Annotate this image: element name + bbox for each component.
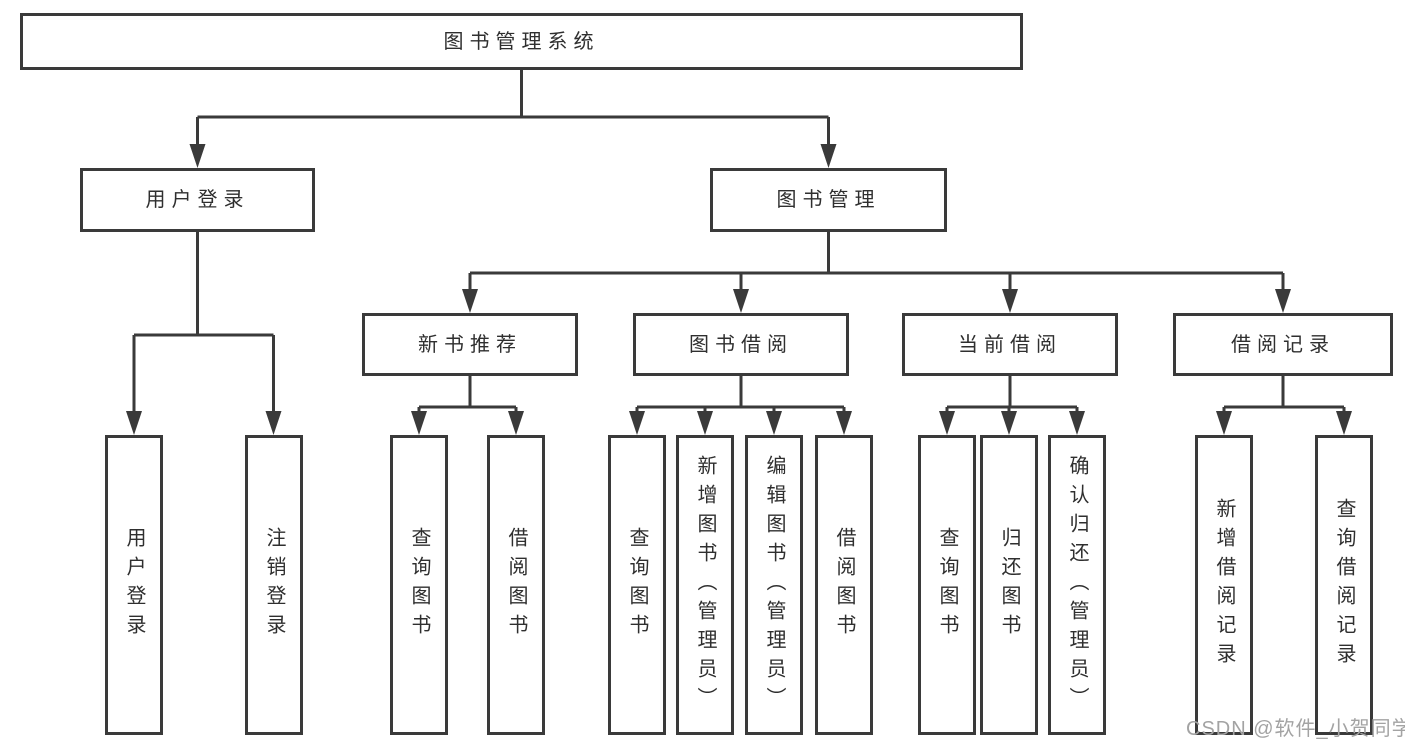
node-user-login: 用户登录 [80,168,315,232]
node-current-borrow: 当前借阅 [902,313,1118,376]
leaf-query-books-recommend-label: 查询图书 [408,527,430,643]
leaf-query-borrow-record: 查询借阅记录 [1315,435,1373,735]
node-current-borrow-label: 当前借阅 [958,333,1062,356]
csdn-watermark: CSDN @软件_小贺同学 [1186,718,1405,740]
leaf-query-books-borrow: 查询图书 [608,435,666,735]
leaf-query-borrow-record-label: 查询借阅记录 [1333,498,1355,672]
node-book-borrow: 图书借阅 [633,313,849,376]
leaf-borrow-books-recommend-label: 借阅图书 [505,527,527,643]
leaf-query-books-recommend: 查询图书 [390,435,448,735]
leaf-return-book: 归还图书 [980,435,1038,735]
node-borrow-records: 借阅记录 [1173,313,1393,376]
node-library-system: 图书管理系统 [20,13,1023,70]
leaf-confirm-return-admin-label: 确认归还（管理员） [1066,454,1088,716]
leaf-user-login: 用户登录 [105,435,163,735]
node-book-management: 图书管理 [710,168,947,232]
node-new-book-recommend-label: 新书推荐 [418,333,522,356]
leaf-query-books-current-label: 查询图书 [936,527,958,643]
leaf-user-login-label: 用户登录 [123,527,145,643]
node-book-borrow-label: 图书借阅 [689,333,793,356]
node-user-login-label: 用户登录 [145,189,250,211]
leaf-query-books-current: 查询图书 [918,435,976,735]
leaf-logout-label: 注销登录 [263,527,285,643]
leaf-confirm-return-admin: 确认归还（管理员） [1048,435,1106,735]
node-borrow-records-label: 借阅记录 [1231,333,1335,356]
leaf-edit-book-admin: 编辑图书（管理员） [745,435,803,735]
node-library-system-label: 图书管理系统 [443,30,600,53]
leaf-logout: 注销登录 [245,435,303,735]
leaf-return-book-label: 归还图书 [998,527,1020,643]
leaf-borrow-books-label: 借阅图书 [833,527,855,643]
leaf-add-borrow-record: 新增借阅记录 [1195,435,1253,735]
leaf-add-book-admin-label: 新增图书（管理员） [694,454,716,716]
leaf-borrow-books-recommend: 借阅图书 [487,435,545,735]
leaf-add-borrow-record-label: 新增借阅记录 [1213,498,1235,672]
node-book-management-label: 图书管理 [776,189,881,211]
leaf-borrow-books: 借阅图书 [815,435,873,735]
leaf-edit-book-admin-label: 编辑图书（管理员） [763,454,785,716]
node-new-book-recommend: 新书推荐 [362,313,578,376]
leaf-add-book-admin: 新增图书（管理员） [676,435,734,735]
leaf-query-books-borrow-label: 查询图书 [626,527,648,643]
